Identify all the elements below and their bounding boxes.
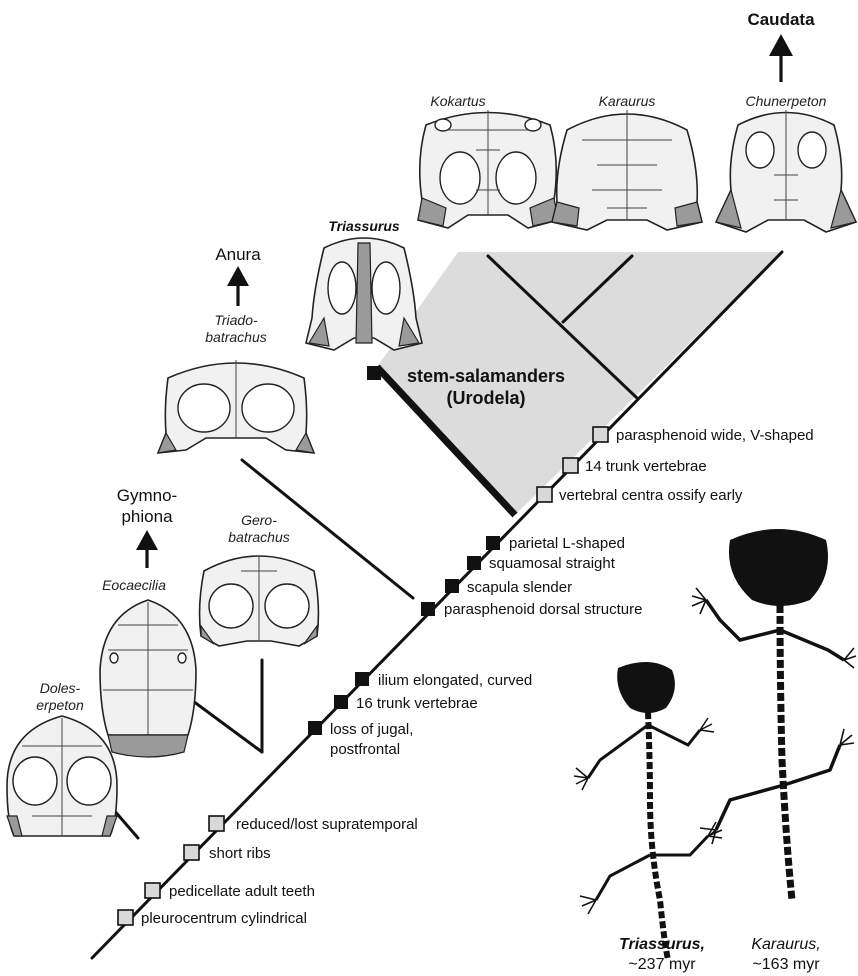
triassurus-caption-name: Triassurus, (619, 936, 705, 953)
box-squamosal (467, 556, 481, 570)
taxon-eocaecilia: Eocaecilia (102, 577, 166, 593)
taxon-triadobatrachus-line1: Triado- (214, 312, 258, 328)
char-label: pleurocentrum cylindrical (141, 910, 307, 927)
box-loss-jugal (308, 721, 322, 735)
char-label: loss of jugal, (330, 721, 413, 738)
skeleton-karaurus (692, 529, 856, 900)
skull-chunerpeton (716, 110, 856, 232)
taxon-karaurus: Karaurus (599, 93, 656, 109)
skull-kokartus (418, 110, 558, 228)
skull-karaurus (552, 110, 702, 230)
char-label: postfrontal (330, 741, 400, 758)
caudata-label: Caudata (747, 10, 815, 29)
char-label: parasphenoid dorsal structure (444, 601, 642, 618)
char-label: squamosal straight (489, 555, 616, 572)
char-label: 16 trunk vertebrae (356, 695, 478, 712)
skull-doleserpeton (7, 716, 117, 836)
box-triassurus (367, 366, 381, 380)
box-parasphenoid-wide (593, 427, 608, 442)
anura-label: Anura (215, 245, 261, 264)
taxon-triassurus: Triassurus (328, 218, 400, 234)
skeleton-triassurus (574, 662, 722, 960)
box-scapula (445, 579, 459, 593)
box-reduced-supratemporal (209, 816, 224, 831)
char-label: vertebral centra ossify early (559, 487, 743, 504)
box-14-trunk (563, 458, 578, 473)
taxon-doleserpeton-line2: erpeton (36, 697, 84, 713)
char-label: ilium elongated, curved (378, 672, 532, 689)
char-label: pedicellate adult teeth (169, 883, 315, 900)
taxon-triadobatrachus-line2: batrachus (205, 329, 266, 345)
box-pedicellate-teeth (145, 883, 160, 898)
triassurus-caption-age: ~237 myr (628, 956, 696, 973)
taxon-kokartus: Kokartus (430, 93, 485, 109)
box-ilium (355, 672, 369, 686)
box-parietal (486, 536, 500, 550)
skull-triassurus (306, 238, 422, 350)
taxon-gerobatrachus-line2: batrachus (228, 529, 289, 545)
box-pleurocentrum (118, 910, 133, 925)
box-vertebral-centra (537, 487, 552, 502)
char-label: short ribs (209, 845, 271, 862)
stem-label-line1: stem-salamanders (407, 366, 565, 386)
char-label: 14 trunk vertebrae (585, 458, 707, 475)
taxon-gerobatrachus-line1: Gero- (241, 512, 277, 528)
char-label: parietal L-shaped (509, 535, 625, 552)
box-16-trunk (334, 695, 348, 709)
char-label: scapula slender (467, 579, 572, 596)
skull-gerobatrachus (200, 556, 319, 646)
skull-eocaecilia (100, 600, 196, 757)
gymnophiona-label-line2: phiona (121, 507, 173, 526)
taxon-doleserpeton-line1: Doles- (40, 680, 81, 696)
gymnophiona-arrow (136, 530, 158, 568)
char-label: parasphenoid wide, V-shaped (616, 427, 814, 444)
box-short-ribs (184, 845, 199, 860)
stem-label-line2: (Urodela) (446, 388, 525, 408)
karaurus-caption-age: ~163 myr (752, 956, 820, 973)
taxon-chunerpeton: Chunerpeton (746, 93, 827, 109)
char-label: reduced/lost supratemporal (236, 816, 418, 833)
karaurus-caption-name: Karaurus, (751, 936, 820, 953)
box-parasphenoid-dorsal (421, 602, 435, 616)
anura-arrow (227, 266, 249, 306)
gymnophiona-label-line1: Gymno- (117, 486, 177, 505)
skull-triadobatrachus (158, 360, 314, 453)
caudata-arrow (769, 34, 793, 82)
